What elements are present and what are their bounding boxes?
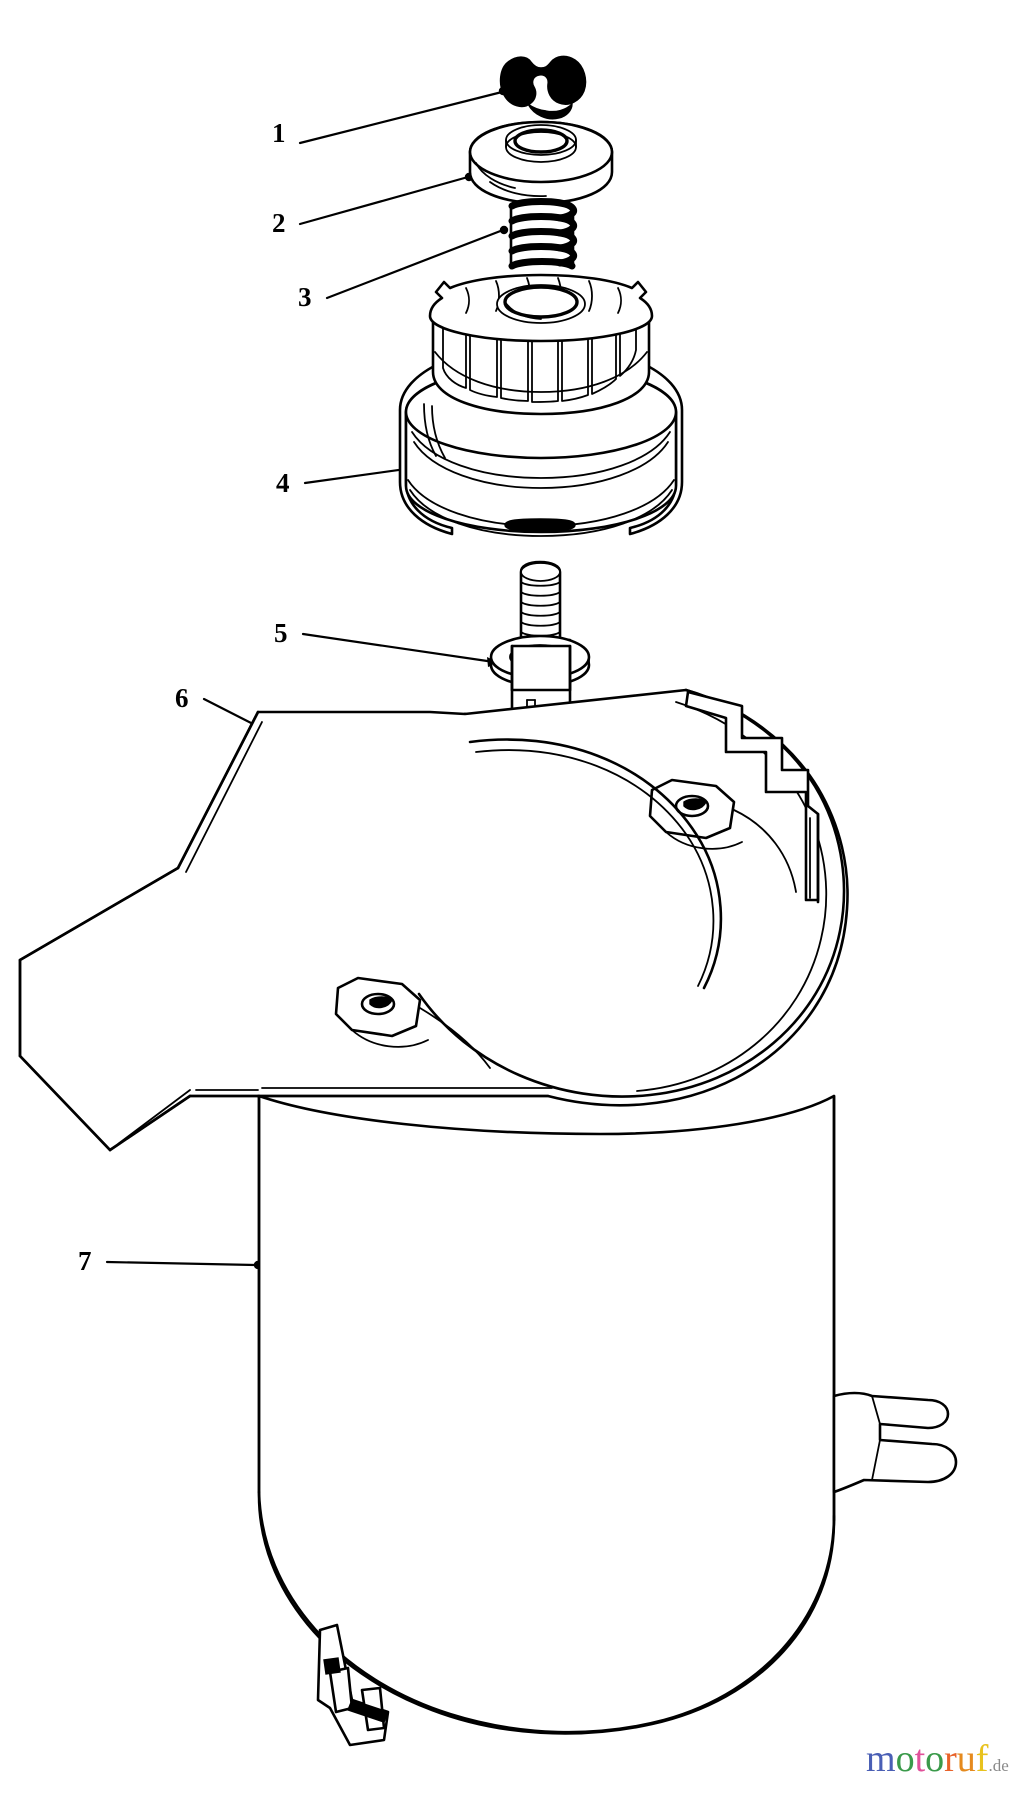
callout-label-6: 6: [175, 683, 189, 713]
watermark-letter-t: t: [914, 1738, 926, 1780]
motoruf-watermark: motoruf.de: [866, 1740, 1009, 1778]
part-2-spring-retainer-cap: [468, 120, 614, 205]
watermark-suffix: .de: [988, 1756, 1009, 1775]
watermark-letter-r: r: [944, 1738, 957, 1780]
callout-label-3: 3: [298, 282, 312, 312]
watermark-letter-m: m: [866, 1738, 896, 1780]
callout-label-5: 5: [274, 618, 288, 648]
motor-bottom-tab: [316, 1623, 390, 1747]
watermark-letter-o2: o: [925, 1738, 945, 1780]
part-5-thrust-washer: [489, 634, 591, 692]
watermark-letter-f: f: [975, 1738, 989, 1780]
callout-label-7: 7: [78, 1246, 92, 1276]
watermark-letter-o1: o: [895, 1738, 915, 1780]
motor-terminal-stud: [832, 1391, 958, 1494]
part-3-compression-spring: [508, 198, 578, 270]
callout-label-2: 2: [272, 208, 286, 238]
watermark-letter-u: u: [956, 1738, 976, 1780]
starter-end-plate-housing: [18, 688, 849, 1152]
part-7-starter-motor-can: [257, 1094, 958, 1747]
part-4-pinion-gear-drive: [398, 273, 684, 537]
part-1-retaining-ring: [499, 55, 587, 120]
callout-label-4: 4: [276, 468, 290, 498]
callout-label-1: 1: [272, 118, 286, 148]
